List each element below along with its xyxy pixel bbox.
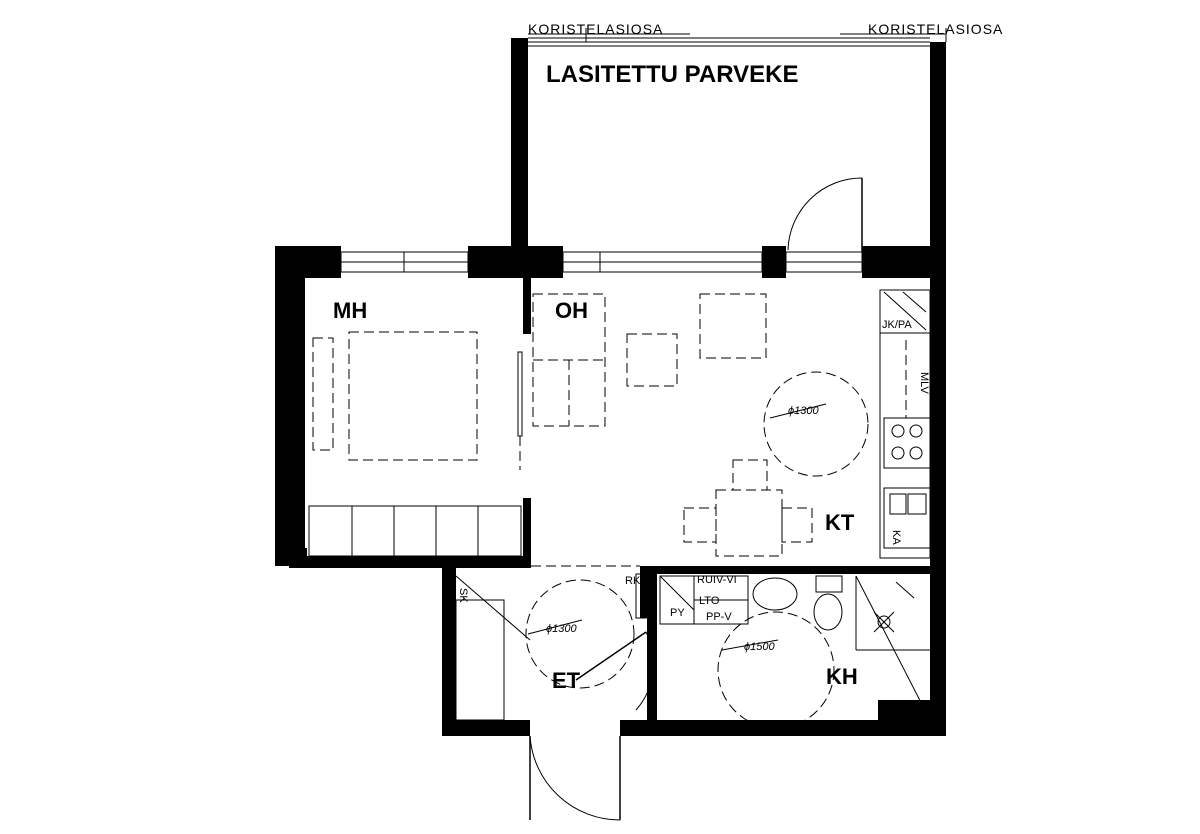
living-furniture [532,293,869,477]
walls [275,246,946,736]
dining-set [683,459,813,557]
label-decorative-glass-left: KORISTELASIOSA [528,21,663,37]
balcony-wall-right [930,42,946,270]
wardrobe [308,505,522,557]
label-balcony: LASITETTU PARVEKE [546,61,798,88]
washbasin [752,577,798,611]
bathroom-door-swing [635,631,655,711]
label-py: PY [670,607,685,619]
armchair [699,293,767,359]
entry-closet [455,599,505,721]
label-decorative-glass-right: KORISTELASIOSA [868,21,1003,37]
label-entry: ET [552,668,581,693]
windows [340,251,863,273]
entry [455,565,655,821]
turning-circle-entry [525,579,635,689]
turning-circle-living [763,371,869,477]
label-ka: KA [890,530,902,545]
floor-drain-icon [877,615,891,629]
label-lto: LTO [699,595,720,607]
rk-cabinet [635,573,647,619]
label-mlv: MLV [918,372,930,394]
turning-circle-bathroom [717,611,835,729]
coffee-table [626,333,678,387]
dining-table [715,489,783,557]
label-jk-pa: JK/PA [882,319,912,331]
front-door-swing [529,735,621,821]
label-bedroom: MH [333,298,367,323]
bed [348,331,478,461]
sink [883,487,931,549]
toilet [813,593,843,631]
label-bathroom: KH [826,664,858,689]
dim-entry-circle: ϕ1300 [546,623,577,635]
label-pp-v: PP-V [706,611,732,623]
label-living-room: OH [555,298,588,323]
bedroom-sliding-door [517,351,523,437]
dim-living-circle: ϕ1300 [788,405,819,417]
label-sk: SK [457,588,469,603]
kitchen-counter [879,289,931,559]
label-ruiv-vi: RUIV-VI [697,574,737,586]
bathroom [659,575,931,729]
stove [883,417,931,469]
bedroom-furniture [308,331,523,557]
label-kitchen: KT [825,510,855,535]
bathroom-door-leaf [575,631,647,681]
dim-bathroom-circle: ϕ1500 [744,641,775,653]
balcony-wall-left [511,38,528,270]
balcony-door-swing [787,177,863,251]
label-rk: RK [625,575,641,587]
